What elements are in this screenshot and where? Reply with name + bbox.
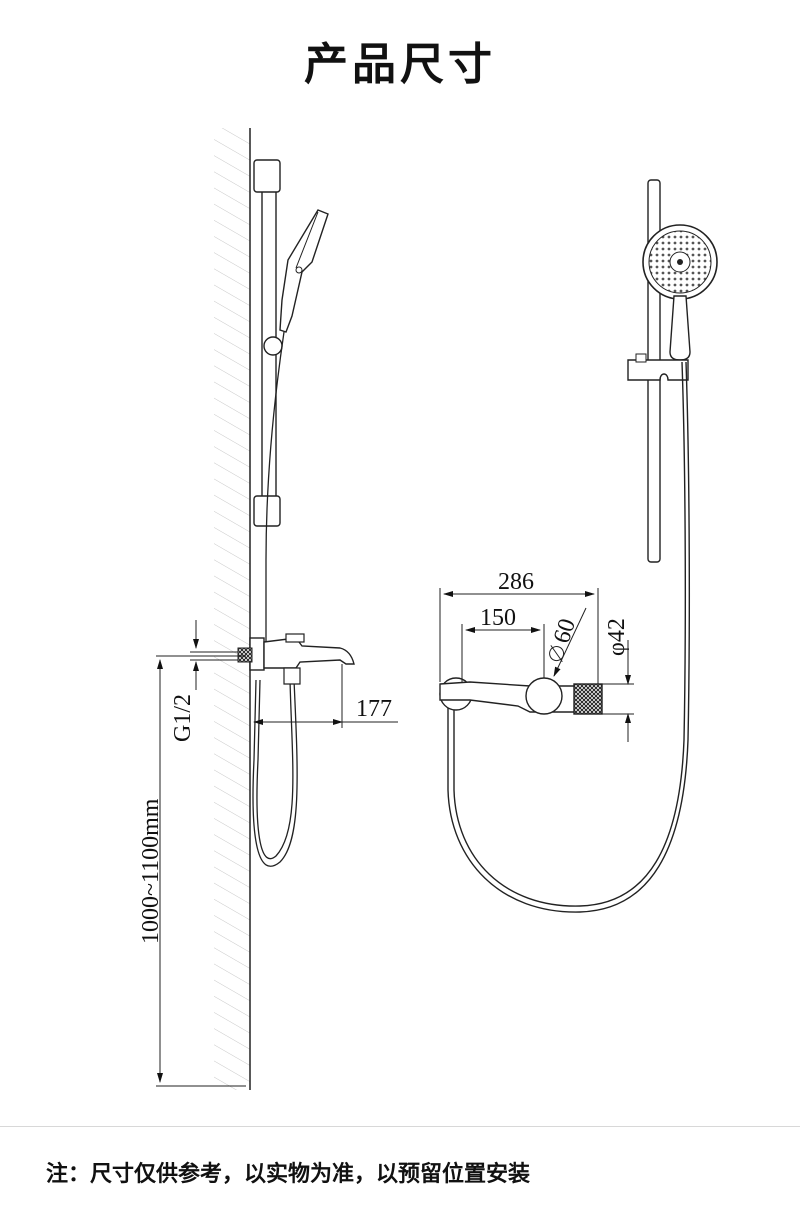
thread-connector: [237, 647, 253, 663]
knurled-handle: [573, 683, 603, 715]
hose-front: [447, 361, 691, 913]
cover-diameter-label: 60: [549, 616, 581, 647]
hand-shower-side: [279, 209, 329, 333]
install-height-label: 1000~1100mm: [138, 798, 164, 944]
overall-width-label: 286: [498, 569, 534, 595]
footer-divider: [0, 1126, 800, 1127]
handle-diameter-label: φ42: [604, 618, 630, 656]
page-title: 产品尺寸: [304, 39, 496, 90]
front-view: 286 150 60 φ42: [439, 179, 718, 913]
thread-label: G1/2: [170, 694, 196, 742]
hose-side: [265, 331, 285, 660]
slider-holder: [627, 359, 689, 381]
wall-hatch: [214, 128, 250, 1090]
bar-top-bracket: [253, 159, 281, 193]
side-view: G1/2 177 1000~1100mm: [138, 128, 398, 1090]
disclaimer-note: 注：尺寸仅供参考，以实物为准，以预留位置安装: [46, 1162, 531, 1187]
wall-cover-center: [525, 677, 563, 715]
slider-knob: [263, 336, 283, 356]
diameter-symbol-60: [549, 646, 565, 662]
shower-handle: [669, 295, 691, 361]
spout-projection-label: 177: [356, 696, 392, 722]
outlet-center-label: 150: [480, 605, 516, 631]
mixer-body-side: [263, 637, 355, 669]
